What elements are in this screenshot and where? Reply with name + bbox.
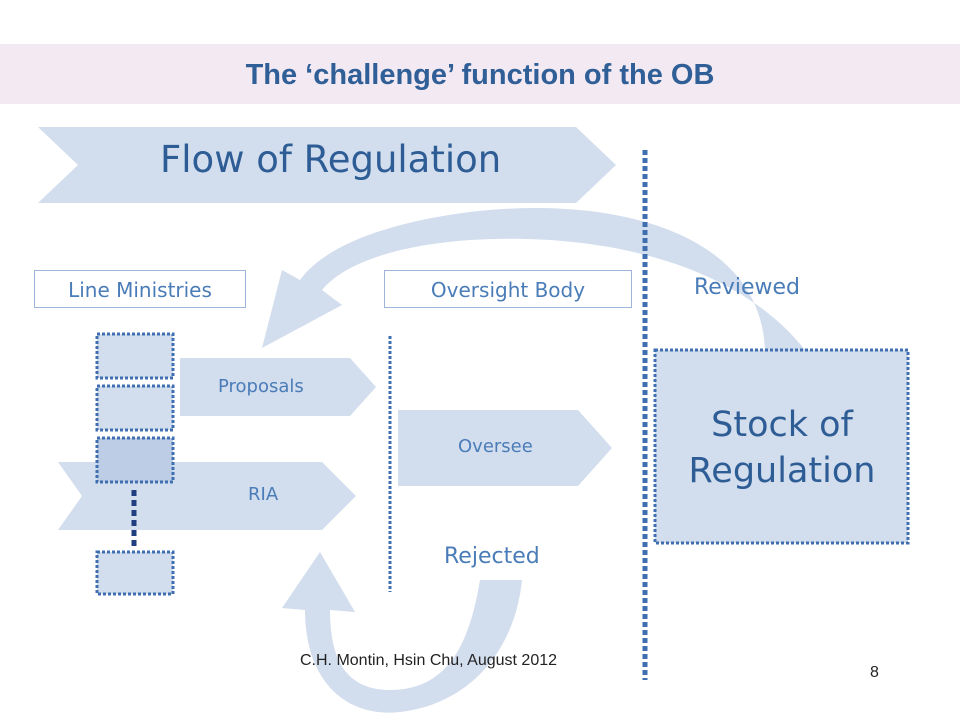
ria-label: RIA: [248, 484, 279, 505]
ministry-box-1: [95, 332, 175, 380]
ministry-box-4: [95, 550, 175, 596]
flow-of-regulation-arrow: [38, 127, 616, 203]
reviewed-curved-arrow: [262, 207, 805, 350]
reviewed-label: Reviewed: [694, 275, 800, 300]
stock-of-regulation-box: [653, 348, 910, 545]
proposals-label: Proposals: [218, 376, 304, 397]
footer-text: C.H. Montin, Hsin Chu, August 2012: [300, 652, 558, 669]
rejected-label: Rejected: [444, 544, 540, 569]
oversee-arrow: [398, 410, 612, 486]
rejected-curved-arrow: [282, 552, 522, 713]
flow-of-regulation-label: Flow of Regulation: [160, 138, 502, 181]
oversight-body-label: Oversight Body: [384, 270, 632, 308]
proposals-arrow: [180, 358, 376, 416]
line-ministries-label: Line Ministries: [34, 270, 246, 308]
ministry-box-2: [95, 384, 175, 432]
title-band: [0, 44, 960, 104]
page-number: 8: [870, 664, 879, 681]
stock-of-regulation-label: Stock of Regulation: [688, 405, 876, 491]
page-title: The ‘challenge’ function of the OB: [245, 59, 715, 91]
ministry-box-3: [95, 436, 175, 484]
oversee-label: Oversee: [458, 436, 533, 457]
